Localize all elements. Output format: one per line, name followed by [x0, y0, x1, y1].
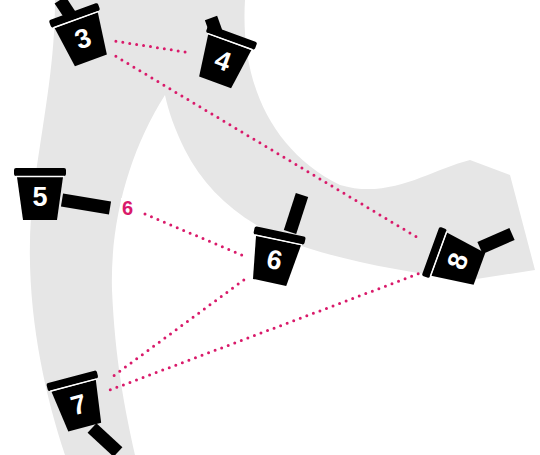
dotted-connector [116, 41, 190, 52]
dotted-connector [110, 273, 421, 390]
bucket-node: 5 [12, 166, 68, 222]
bucket-node: 6 [242, 224, 308, 290]
mount-stem [92, 428, 118, 452]
bucket-rim [14, 168, 66, 176]
bucket-number: 5 [12, 166, 68, 222]
mount-stem [60, 0, 70, 15]
mount-stem [290, 195, 302, 232]
mount-stem [480, 234, 512, 248]
bucket-rim [253, 226, 306, 245]
dotted-connector [110, 280, 243, 378]
callout-number: 6 [121, 198, 134, 218]
road-band [30, 0, 535, 455]
bucket-rim-gap [16, 176, 64, 178]
dotted-connector [116, 56, 421, 239]
mount-stem [62, 200, 110, 208]
bucket-number: 6 [242, 224, 308, 290]
leader-line [145, 214, 244, 256]
mount-stems [60, 0, 512, 452]
